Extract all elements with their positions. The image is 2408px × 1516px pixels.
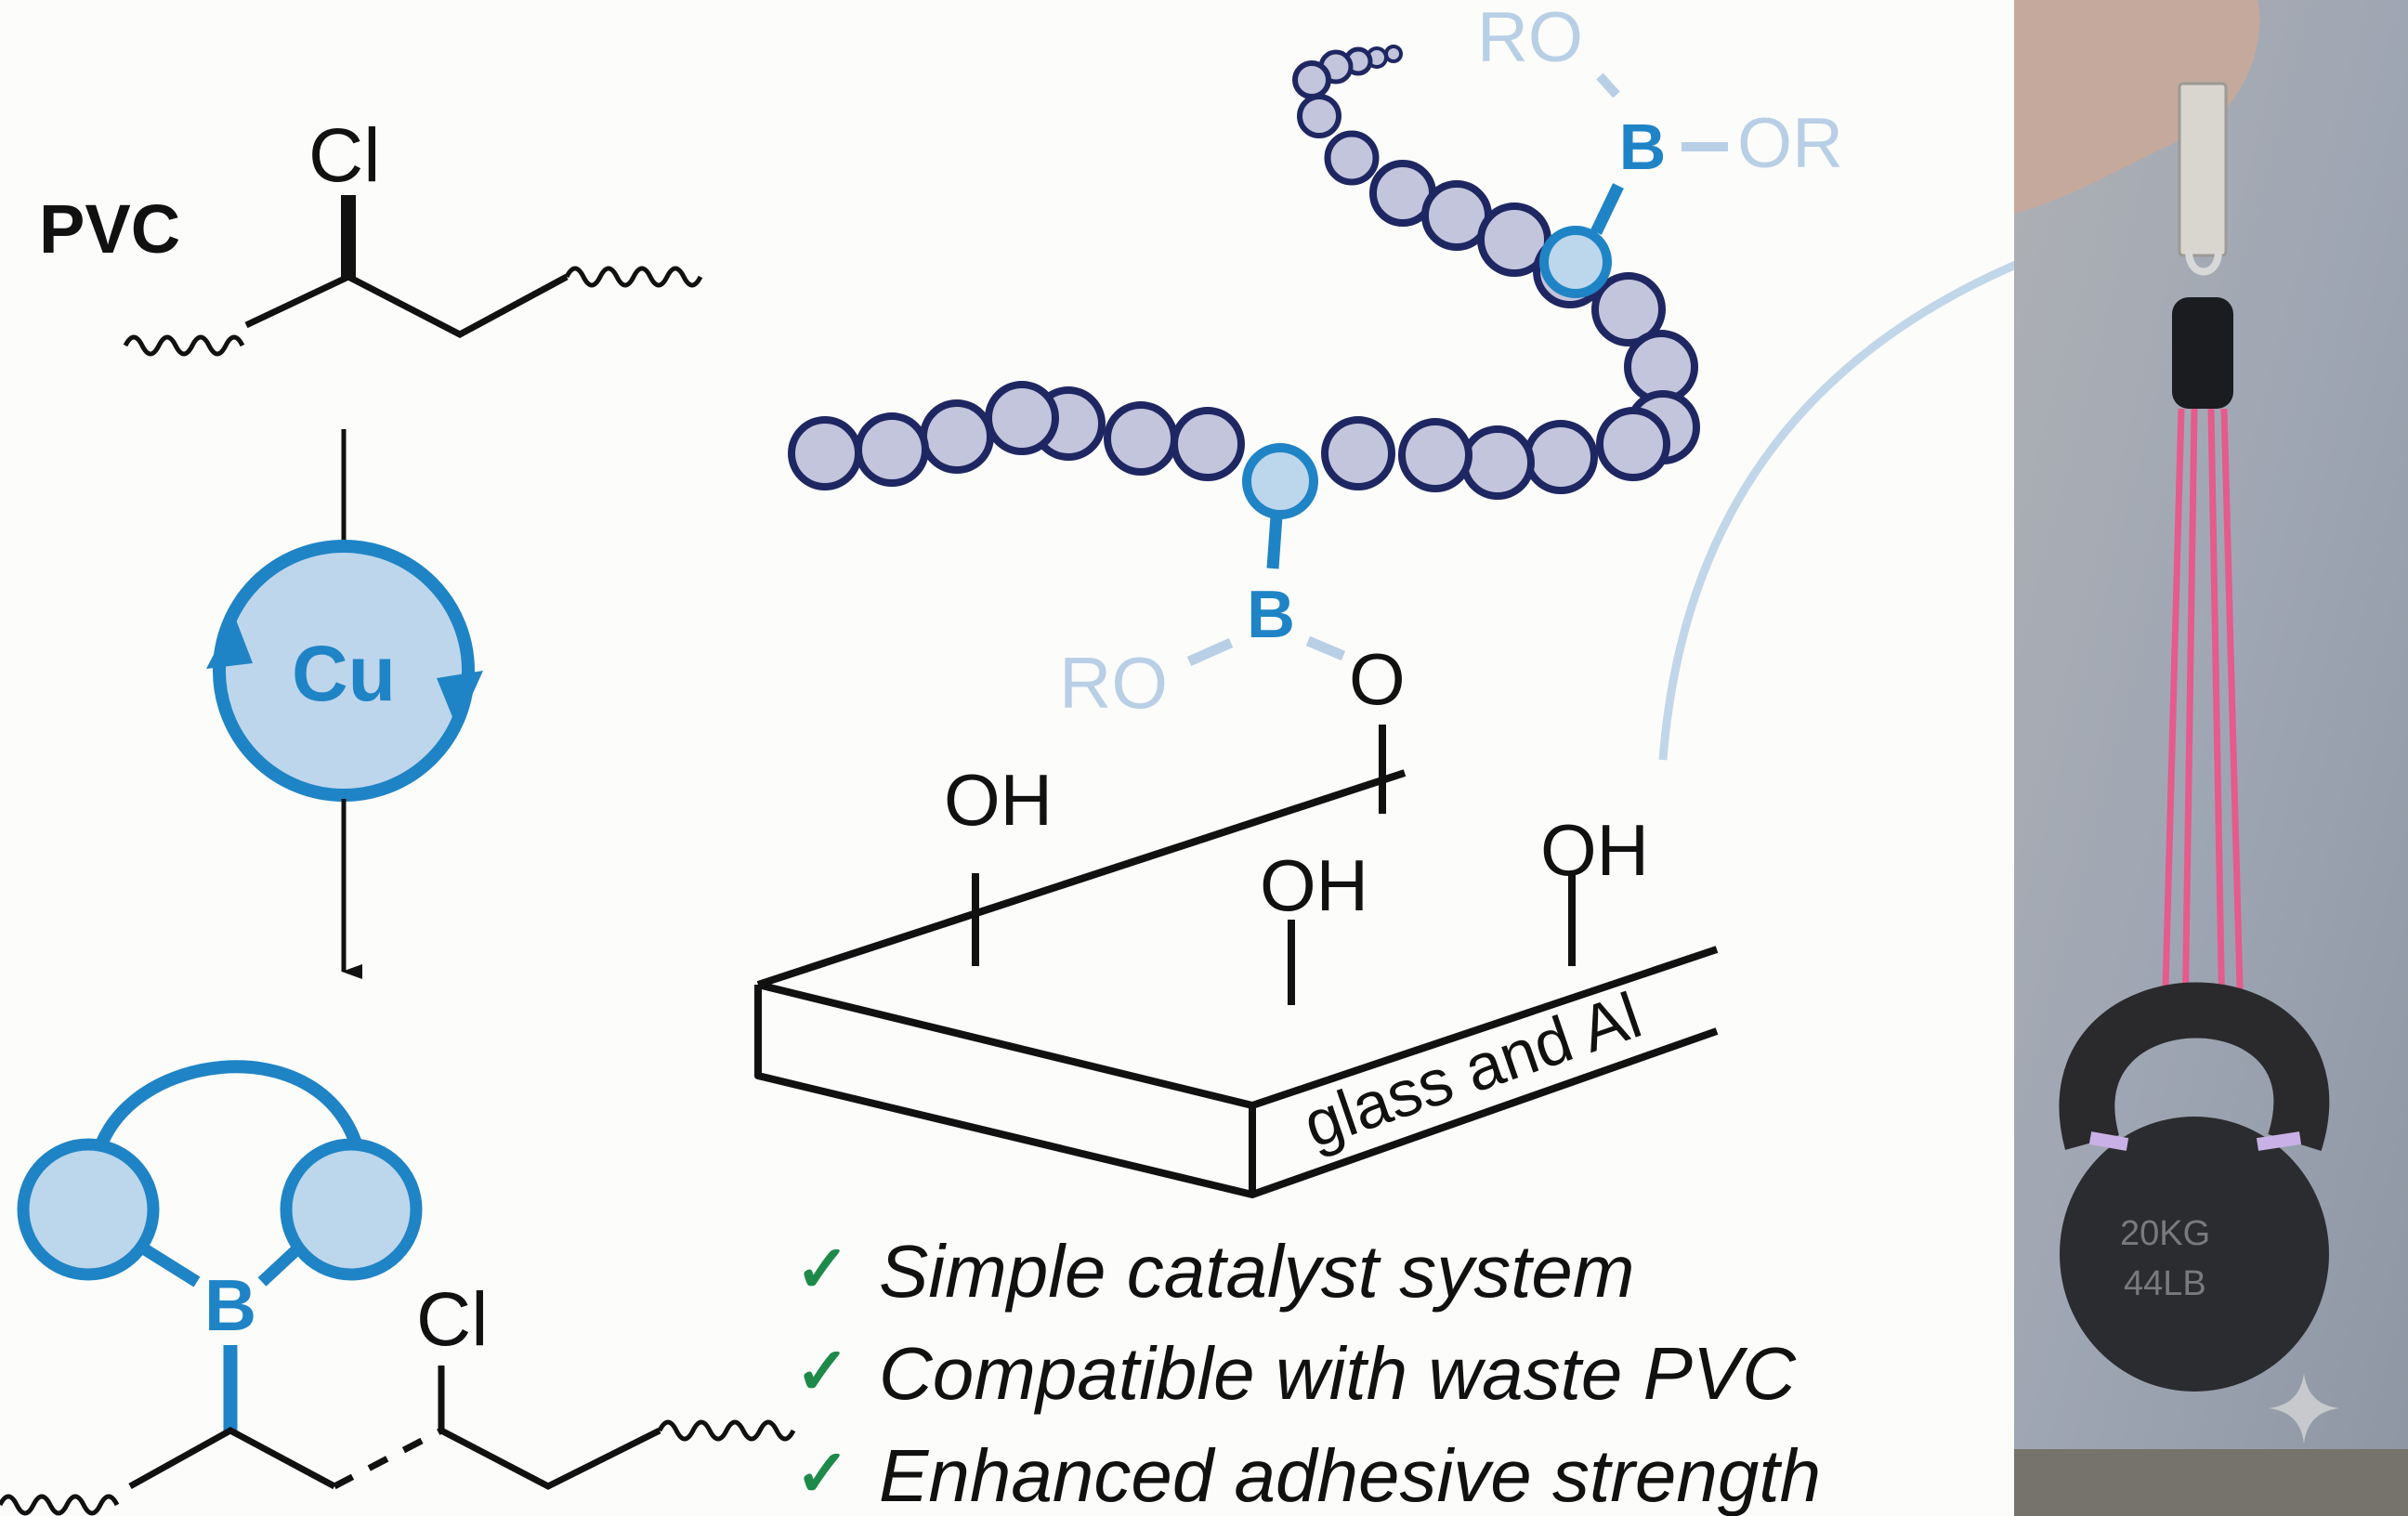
upper-c-b-bond	[1590, 183, 1624, 235]
kettlebell-band-right	[2256, 1131, 2302, 1151]
oh-label-1: OH	[944, 759, 1053, 841]
kettlebell-band-left	[2088, 1131, 2129, 1151]
catalyst-label: Cu	[292, 630, 396, 717]
upper-ro: RO	[1477, 0, 1583, 77]
chain-bead	[1292, 60, 1331, 99]
pvc-backbone	[244, 273, 569, 338]
upper-or: OR	[1737, 104, 1843, 183]
adhesion-test-photo: 20KG 44LB	[2014, 0, 2408, 1516]
pvc-starting-material: PVC Cl	[39, 113, 703, 357]
lower-boron: B	[1247, 578, 1295, 652]
benefit-check-3: ✓	[795, 1437, 850, 1509]
chain-bead	[920, 399, 994, 474]
chain-bead	[1596, 407, 1670, 481]
pinacol-ring-arc	[88, 1060, 369, 1181]
pvc-chlorine: Cl	[308, 113, 380, 198]
lower-ro: RO	[1059, 642, 1168, 724]
cycle-arrow-left	[206, 615, 253, 669]
lower-o: O	[1349, 638, 1406, 720]
polymer-chain	[788, 45, 1700, 500]
product-boron: B	[204, 1264, 256, 1346]
b-o-bond-left	[134, 1239, 201, 1287]
product-backbone	[128, 1427, 336, 1490]
lower-boronate-group: B RO O	[1059, 443, 1406, 814]
chain-bead	[788, 416, 862, 490]
oh-label-2: OH	[1260, 844, 1368, 926]
carabiner	[2185, 250, 2222, 276]
borylated-bead-lower	[1242, 443, 1318, 519]
chain-bead	[1591, 272, 1666, 346]
pinacol-bead-right	[280, 1138, 423, 1281]
catalytic-cycle: Cu	[206, 429, 483, 979]
upper-boronate-group: B RO OR	[1477, 0, 1843, 298]
product-wavy-end-left	[0, 1494, 120, 1516]
pvc-wavy-end-left	[123, 334, 245, 357]
product-chlorine: Cl	[416, 1277, 488, 1362]
cycle-arrow-right	[437, 671, 483, 728]
product-wavy-end-right	[657, 1419, 796, 1442]
upper-b-o-bond-a	[1596, 72, 1620, 98]
arrow-to-photo	[1658, 235, 2083, 761]
product-dashed-bond	[333, 1427, 443, 1490]
benefit-item-3: Enhanced adhesive strength	[879, 1434, 1821, 1516]
oh-label-3: OH	[1540, 809, 1649, 891]
upper-boron: B	[1619, 111, 1667, 183]
benefit-item-2: Compatible with waste PVC	[879, 1332, 1797, 1415]
product-backbone-right	[439, 1427, 661, 1490]
photo-floor	[2014, 1449, 2408, 1516]
slab-side-face	[1250, 1027, 1719, 1198]
kettlebell-body	[2060, 1117, 2329, 1392]
chain-bead	[1321, 416, 1395, 490]
chain-bead	[1297, 94, 1341, 138]
chain-bead	[1104, 401, 1178, 476]
chain-bead	[1460, 425, 1535, 500]
kettlebell-weight-lb: 44LB	[2124, 1264, 2206, 1303]
chain-bead	[1384, 45, 1403, 63]
copper-catalyst-circle	[213, 540, 475, 802]
chain-bead	[985, 381, 1059, 455]
kettlebell-weight-kg: 20KG	[2120, 1214, 2210, 1253]
sparkle-icon	[2269, 1373, 2339, 1444]
glass-aluminum-substrate	[754, 769, 1719, 1198]
lower-c-b-bond	[1266, 516, 1283, 569]
pinacol-bead-left	[17, 1138, 160, 1281]
borylated-pvc-product: B Cl	[0, 1060, 796, 1516]
lower-b-o-bond-left	[1186, 637, 1234, 667]
lower-b-o-bond-right	[1305, 635, 1346, 661]
borylated-bead-upper	[1539, 226, 1612, 298]
chain-bead	[1171, 407, 1245, 481]
b-o-bond-right	[257, 1240, 307, 1287]
kettlebell-handle	[2059, 982, 2330, 1151]
chain-bead	[855, 412, 929, 487]
benefit-list: ✓ Simple catalyst system ✓ Compatible wi…	[795, 1230, 1821, 1516]
aluminum-bracket	[2178, 82, 2228, 257]
benefit-check-2: ✓	[795, 1335, 850, 1407]
slab-back-edge	[756, 769, 1407, 988]
rope-clip	[2172, 297, 2233, 409]
benefit-check-1: ✓	[795, 1233, 850, 1305]
chain-bead	[1324, 130, 1380, 186]
pink-rope	[2161, 408, 2244, 1023]
chain-bead	[1398, 418, 1472, 492]
pvc-wavy-end-right	[564, 266, 703, 288]
pvc-label: PVC	[39, 190, 180, 268]
hand	[2014, 0, 2260, 214]
slab-front-face	[754, 985, 1256, 1198]
benefit-item-1: Simple catalyst system	[879, 1230, 1635, 1313]
chain-bead	[1524, 420, 1598, 494]
